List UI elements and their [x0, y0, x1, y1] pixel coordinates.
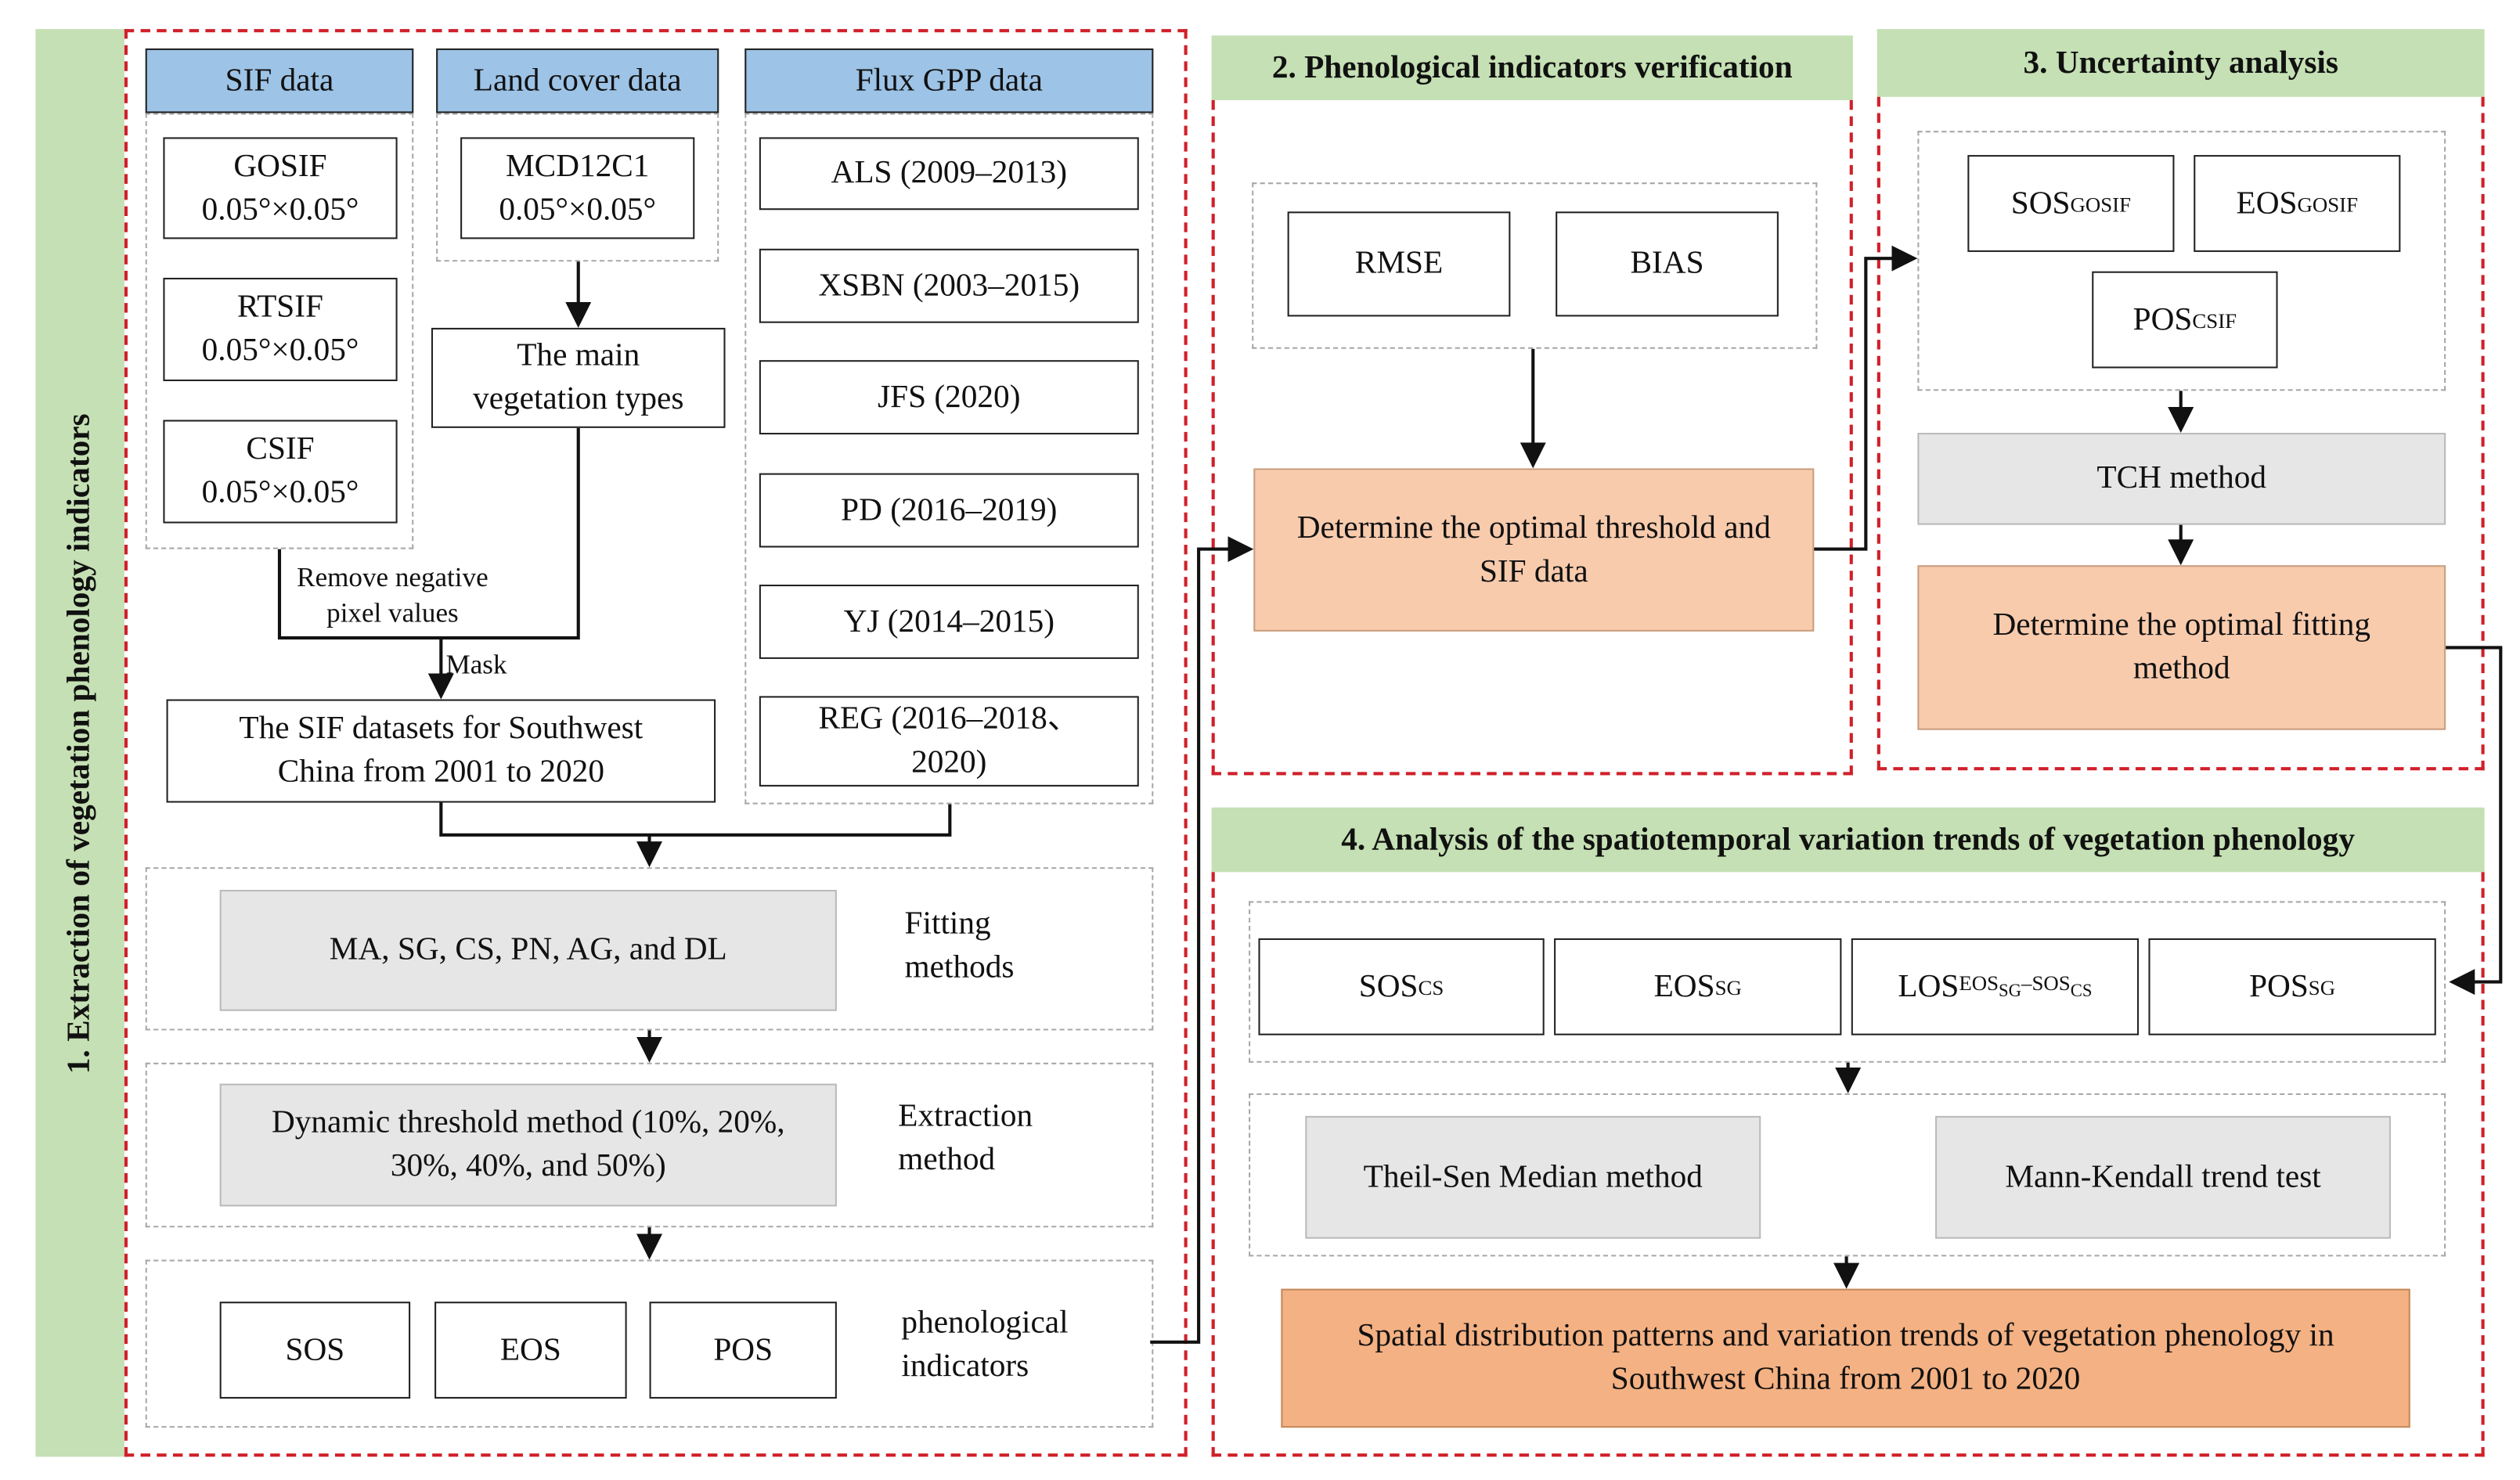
flux-gpp-header: Flux GPP data: [744, 48, 1154, 113]
pos-sg-main: POS: [2249, 968, 2309, 1004]
pos-csif-main: POS: [2132, 301, 2193, 337]
panel1-border: [124, 29, 1188, 1457]
optimal-fitting-box: Determine the optimal fitting method: [1917, 565, 2446, 730]
extraction-method-label: Extraction method: [898, 1098, 1033, 1178]
rmse-box: RMSE: [1287, 211, 1511, 317]
arrow-panel3-to-panel4: [2446, 646, 2503, 996]
pos-csif-sub: CSIF: [2192, 308, 2237, 333]
sif-data-header: SIF data: [145, 48, 414, 113]
flux-site-pd: PD (2016–2019): [759, 473, 1139, 548]
tch-method-box: TCH method: [1917, 433, 2446, 525]
eos-gosif-sub: GOSIF: [2297, 191, 2359, 216]
los-sub: EOSSG–SOSCS: [1959, 960, 2092, 1014]
rtsif-box: RTSIF 0.05°×0.05°: [163, 277, 398, 381]
panel1-title-bar: 1. Extraction of vegetation phenology in…: [35, 29, 124, 1457]
flux-site-reg: REG (2016–2018、2020): [759, 696, 1139, 787]
sos-cs-main: SOS: [1358, 968, 1419, 1004]
panel4-border: [1211, 872, 2485, 1457]
final-result-box: Spatial distribution patterns and variat…: [1281, 1288, 2410, 1428]
panel4-title: 4. Analysis of the spatiotemporal variat…: [1211, 807, 2485, 873]
fitting-methods-box: MA, SG, CS, PN, AG, and DL: [219, 889, 837, 1011]
extraction-group: [145, 1062, 1154, 1228]
flux-site-jfs: JFS (2020): [759, 360, 1139, 435]
vegetation-types-box: The main vegetation types: [431, 327, 726, 428]
gosif-name: GOSIF: [233, 147, 327, 184]
panel3-border: [1876, 96, 2485, 771]
los-sep: –: [2021, 970, 2032, 995]
pos-box: POS: [649, 1302, 837, 1399]
panel2-border: [1211, 99, 1853, 776]
fitting-methods-label: Fitting methods: [904, 906, 1015, 985]
sos-gosif-sub: GOSIF: [2070, 191, 2132, 216]
line-sif-to-merge: [277, 427, 580, 640]
gosif-box: GOSIF 0.05°×0.05°: [163, 137, 398, 239]
flux-site-xsbn: XSBN (2003–2015): [759, 248, 1139, 323]
uncertainty-group: [1917, 131, 2446, 391]
gosif-res: 0.05°×0.05°: [201, 191, 359, 227]
line-datasets-flux: [439, 802, 952, 837]
arrow-panel1-to-panel2: [1150, 536, 1254, 1344]
eos-box: EOS: [434, 1302, 627, 1399]
los-main: LOS: [1898, 968, 1959, 1004]
mcd12c1-box: MCD12C1 0.05°×0.05°: [460, 137, 695, 239]
mcd12c1-name: MCD12C1: [505, 147, 650, 184]
land-cover-header: Land cover data: [436, 48, 719, 113]
eos-sg-main: EOS: [1653, 968, 1715, 1004]
optimal-threshold-box: Determine the optimal threshold and SIF …: [1253, 468, 1815, 632]
bias-box: BIAS: [1556, 211, 1779, 317]
sos-box: SOS: [219, 1302, 411, 1399]
los-eos-sub: SG: [1999, 981, 2022, 1001]
land-cover-group: [436, 113, 719, 262]
arrow-panel2-to-panel3: [1814, 245, 1918, 551]
rtsif-res: 0.05°×0.05°: [201, 333, 359, 369]
panel2-title: 2. Phenological indicators verification: [1211, 35, 1853, 100]
metrics-group: [1252, 182, 1818, 349]
dynamic-threshold-box: Dynamic threshold method (10%, 20%, 30%,…: [219, 1083, 837, 1207]
los-sos: SOS: [2032, 970, 2071, 995]
sif-group: [145, 113, 414, 549]
los-sos-sub: CS: [2070, 981, 2093, 1001]
csif-res: 0.05°×0.05°: [201, 474, 359, 511]
csif-box: CSIF 0.05°×0.05°: [163, 420, 398, 524]
eos-gosif-main: EOS: [2236, 185, 2298, 221]
mask-label: Mask: [445, 649, 507, 680]
sos-gosif-main: SOS: [2010, 185, 2071, 221]
sos-cs-sub: CS: [1418, 974, 1444, 999]
trend-methods-group: [1249, 1093, 2446, 1257]
theil-sen-box: Theil-Sen Median method: [1305, 1115, 1761, 1239]
rtsif-name: RTSIF: [237, 289, 323, 325]
pos-sg-sub: SG: [2308, 974, 2336, 999]
flux-group: [744, 113, 1154, 805]
sif-datasets-box: The SIF datasets for Southwest China fro…: [166, 699, 716, 803]
selected-indicators-group: [1249, 901, 2446, 1063]
flux-site-als: ALS (2009–2013): [759, 137, 1139, 211]
los-eos: EOS: [1959, 970, 1999, 995]
fitting-group: [145, 867, 1154, 1031]
mann-kendall-box: Mann-Kendall trend test: [1935, 1115, 2391, 1239]
mcd12c1-res: 0.05°×0.05°: [499, 191, 657, 227]
csif-name: CSIF: [246, 430, 315, 467]
flux-site-yj: YJ (2014–2015): [759, 584, 1139, 659]
phenological-indicators-label: phenological indicators: [901, 1305, 1069, 1385]
panel3-title: 3. Uncertainty analysis: [1876, 29, 2485, 97]
remove-negative-label: Remove negative pixel values: [297, 562, 488, 628]
eos-sg-sub: SG: [1714, 974, 1742, 999]
